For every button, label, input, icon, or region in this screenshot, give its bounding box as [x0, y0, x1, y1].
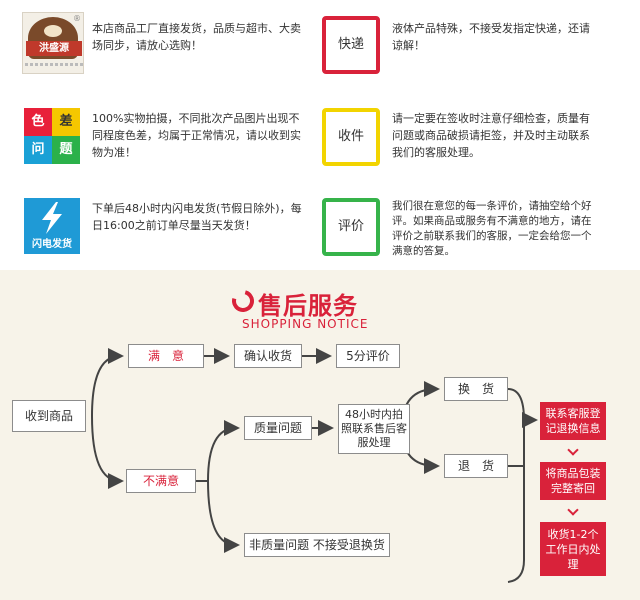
step-contact-48h: 48小时内拍照联系售后客服处理: [338, 404, 410, 454]
step-received: 收到商品: [12, 400, 86, 432]
step-exchange: 换 货: [444, 377, 508, 401]
color-grid-cell: 题: [52, 136, 80, 164]
color-grid-cell: 差: [52, 108, 80, 136]
logo-name: 洪盛源: [26, 41, 82, 56]
step-quality-issue: 质量问题: [244, 416, 312, 440]
step-confirm-receipt: 确认收货: [234, 344, 302, 368]
after-sales-title: 售后服务: [258, 292, 358, 320]
step-return: 退 货: [444, 454, 508, 478]
notice-review-text: 我们很在意您的每一条评价，请抽空给个好评。如果商品或服务有不满意的地方，请在评价…: [392, 200, 592, 257]
notice-receipt-text: 请一定要在签收时注意仔细检查，质量有问题或商品破损请拒签，并及时主动联系我们的客…: [392, 112, 590, 159]
step-non-quality-issue: 非质量问题 不接受退换货: [244, 533, 390, 557]
color-grid-cell: 问: [24, 136, 52, 164]
fast-shipping-label: 闪电发货: [32, 239, 72, 250]
brand-logo: ® 洪盛源: [22, 12, 84, 74]
fast-shipping-badge: 闪电发货: [24, 198, 80, 254]
notice-factory-text: 本店商品工厂直接发货，品质与超市、大卖场同步，请放心选购！: [92, 22, 301, 52]
step-ship-back: 将商品包装完整寄回: [540, 462, 606, 500]
chef-hat-icon: [44, 25, 62, 37]
express-badge: 快递: [322, 16, 380, 74]
notices-section: ® 洪盛源 本店商品工厂直接发货，品质与超市、大卖场同步，请放心选购！ 快递 液…: [0, 0, 640, 268]
registered-icon: ®: [73, 14, 81, 23]
step-processing-time: 收货1-2个工作日内处理: [540, 522, 606, 576]
step-satisfied: 满 意: [128, 344, 204, 368]
color-grid-cell: 色: [24, 108, 52, 136]
review-badge: 评价: [322, 198, 380, 256]
receipt-badge: 收件: [322, 108, 380, 166]
after-sales-subtitle: SHOPPING NOTICE: [242, 317, 369, 331]
notice-express-text: 液体产品特殊，不接受发指定快递，还请谅解！: [392, 22, 590, 52]
step-register-with-service: 联系客服登记退换信息: [540, 402, 606, 440]
logo-fine-print: [25, 63, 83, 66]
notice-shipping-text: 下单后48小时内闪电发货(节假日除外)，每日16:00之前订单尽量当天发货！: [92, 202, 302, 232]
notice-color-text: 100%实物拍摄，不同批次产品图片出现不同程度色差，均属于正常情况，请以收到实物…: [92, 112, 301, 159]
lightning-icon: [42, 202, 62, 234]
color-difference-badge: 色 差 问 题: [24, 108, 80, 164]
flow-connectors: [91, 348, 538, 583]
step-five-star-rating: 5分评价: [336, 344, 400, 368]
after-sales-section: 售后服务 SHOPPING NOTICE: [0, 270, 640, 600]
step-unsatisfied: 不满意: [126, 469, 196, 493]
